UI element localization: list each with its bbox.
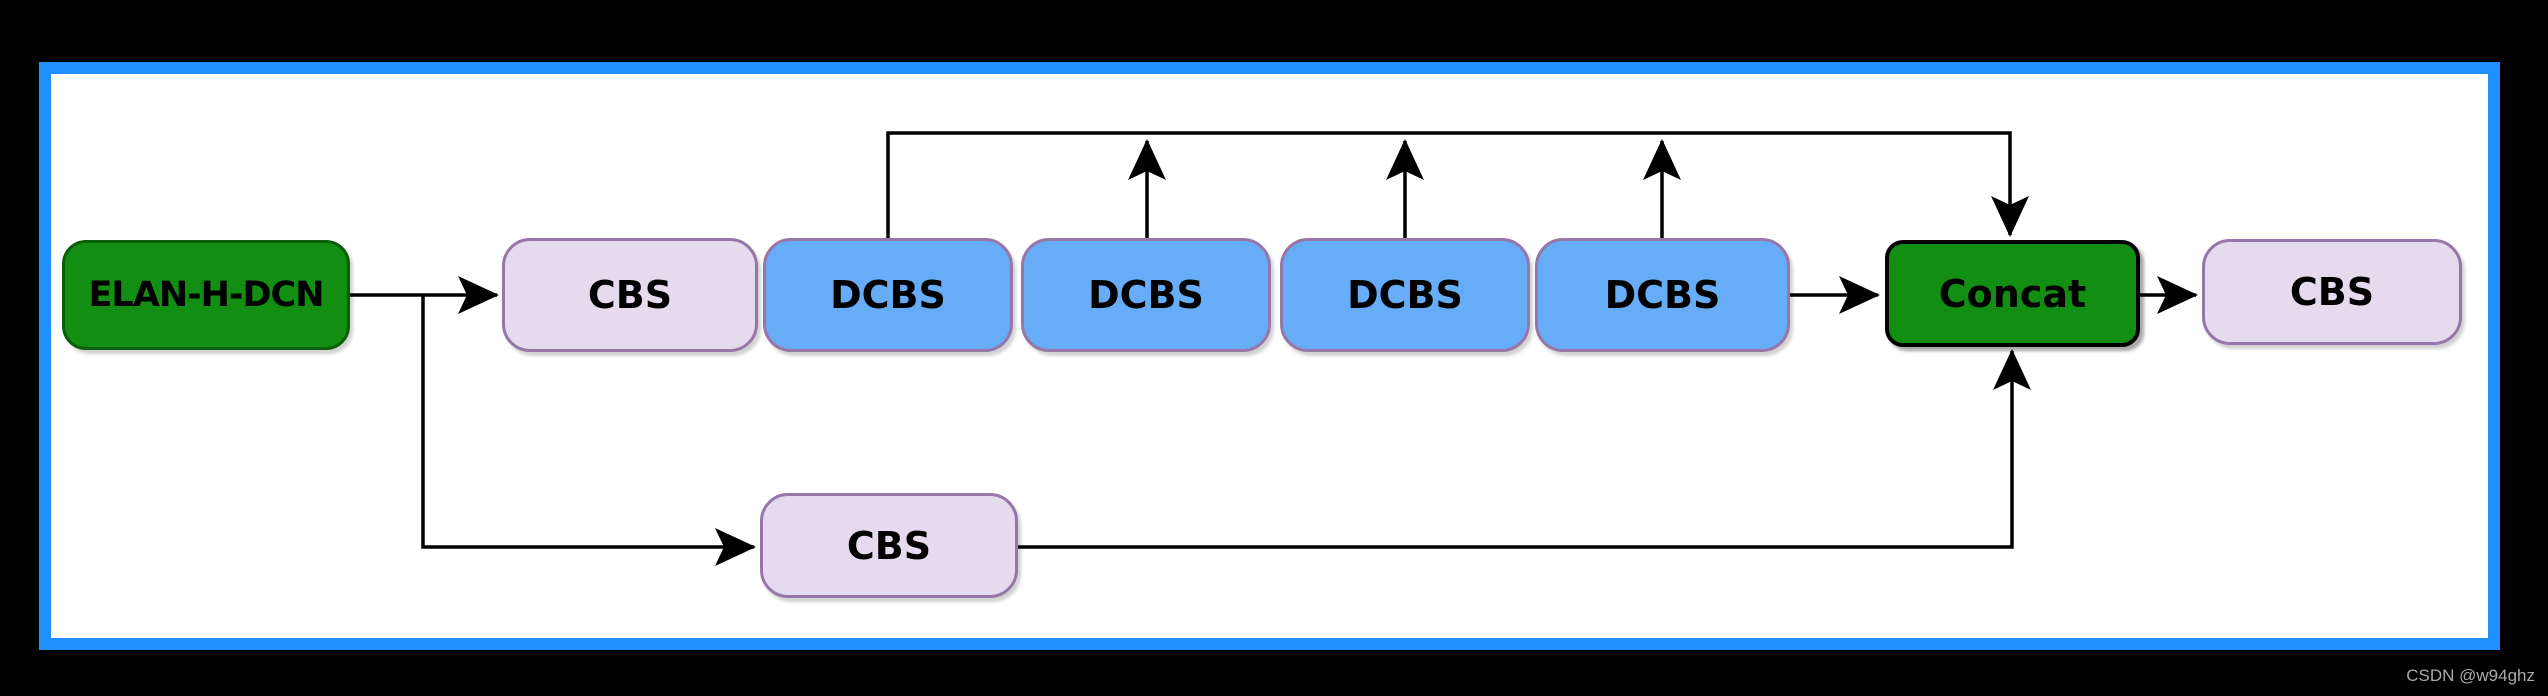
node-elan-h-dcn: ELAN-H-DCN	[62, 240, 350, 350]
node-cbs-top-label: CBS	[587, 273, 673, 317]
node-dcbs-3: DCBS	[1280, 238, 1530, 352]
node-elan-h-dcn-label: ELAN-H-DCN	[88, 274, 325, 315]
node-cbs-top: CBS	[502, 238, 758, 352]
node-dcbs-4-label: DCBS	[1604, 273, 1721, 317]
node-dcbs-2-label: DCBS	[1088, 273, 1204, 317]
node-dcbs-4: DCBS	[1535, 238, 1790, 352]
node-cbs-bottom: CBS	[760, 493, 1018, 598]
node-dcbs-2: DCBS	[1021, 238, 1271, 352]
diagram-canvas-frame	[39, 62, 2500, 650]
node-dcbs-1: DCBS	[763, 238, 1013, 352]
node-dcbs-3-label: DCBS	[1347, 273, 1463, 317]
node-cbs-right: CBS	[2202, 239, 2462, 345]
node-concat: Concat	[1885, 240, 2140, 347]
node-cbs-bottom-label: CBS	[846, 523, 932, 568]
node-concat-label: Concat	[1938, 271, 2087, 316]
node-dcbs-1-label: DCBS	[830, 273, 946, 317]
node-cbs-right-label: CBS	[2289, 270, 2375, 314]
watermark-text: CSDN @w94ghz	[2406, 666, 2535, 685]
